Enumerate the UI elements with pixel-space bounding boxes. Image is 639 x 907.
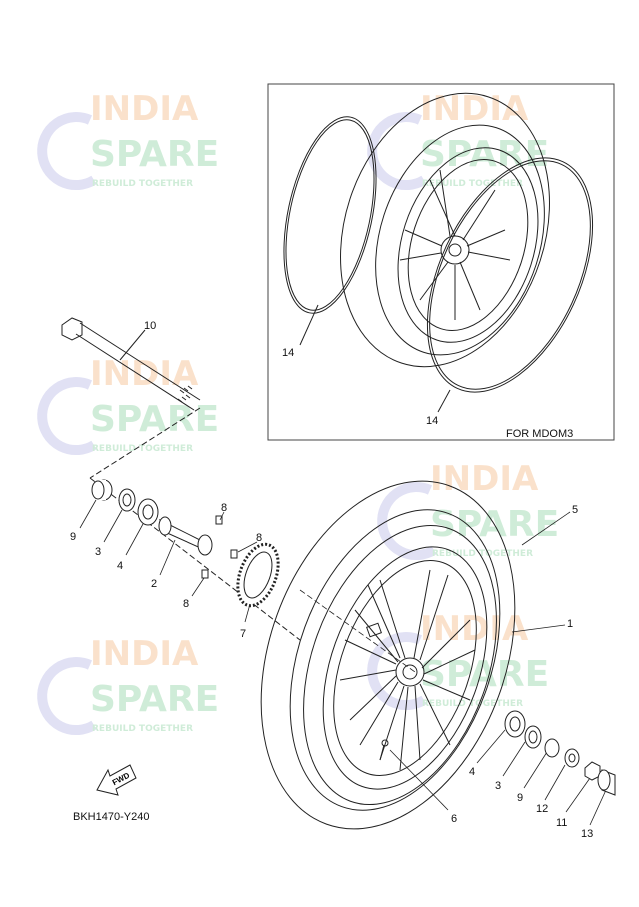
watermark-text: REBUILD TOGETHER [92, 179, 193, 189]
left-hub-parts [91, 479, 280, 608]
watermark-logo: INDIA SPARE REBUILD TOGETHER [37, 634, 219, 736]
watermark-text: REBUILD TOGETHER [432, 549, 533, 559]
callout-3: 3 [495, 780, 501, 792]
watermark-text: INDIA [90, 354, 199, 394]
callout-14: 14 [282, 347, 294, 359]
callout-4: 4 [469, 766, 475, 778]
diagram-code: BKH1470-Y240 [73, 811, 149, 823]
watermark-text: REBUILD TOGETHER [92, 444, 193, 454]
callout-4: 4 [117, 560, 123, 572]
watermarks: INDIA SPARE REBUILD TOGETHER INDIA SPARE REBU… [37, 89, 559, 736]
callout-8: 8 [183, 598, 189, 610]
callout-9: 9 [517, 792, 523, 804]
axle-bolt [61, 317, 301, 641]
callout-13: 13 [581, 828, 593, 840]
watermark-logo: INDIA SPARE REBUILD TOGETHER [367, 89, 549, 191]
watermark-text: INDIA [430, 459, 539, 499]
callout-2: 2 [151, 578, 157, 590]
callouts: 10 14 14 9 3 4 2 8 8 8 7 5 1 6 4 3 9 12 … [70, 320, 593, 840]
watermark-text: INDIA [420, 609, 529, 649]
watermark-text: REBUILD TOGETHER [422, 699, 523, 709]
callout-14: 14 [426, 415, 438, 427]
inset-caption: FOR MDOM3 [506, 428, 573, 440]
watermark-text: INDIA [90, 634, 199, 674]
watermark-logo: INDIA SPARE REBUILD TOGETHER [37, 89, 219, 191]
callout-1: 1 [567, 618, 573, 630]
inset-frame [267, 83, 615, 441]
watermark-text: REBUILD TOGETHER [92, 724, 193, 734]
watermark-text: SPARE [420, 134, 549, 175]
inset-wheel [283, 92, 594, 413]
fwd-arrow: FWD [96, 764, 137, 796]
right-hub-parts [504, 710, 616, 796]
watermark-text: SPARE [90, 134, 219, 175]
callout-7: 7 [240, 628, 246, 640]
callout-9: 9 [70, 531, 76, 543]
watermark-text: REBUILD TOGETHER [422, 179, 523, 189]
callout-5: 5 [572, 504, 578, 516]
leader-lines [79, 499, 607, 826]
callout-3: 3 [95, 546, 101, 558]
front-wheel [260, 480, 516, 830]
callout-8: 8 [256, 532, 262, 544]
watermark-text: INDIA [420, 89, 529, 129]
callout-11: 11 [556, 817, 567, 829]
callout-8: 8 [221, 502, 227, 514]
callout-10: 10 [144, 320, 156, 332]
watermark-text: SPARE [90, 399, 219, 440]
callout-6: 6 [451, 813, 457, 825]
watermark-text: INDIA [90, 89, 199, 129]
watermark-text: SPARE [90, 679, 219, 720]
watermark-logo: INDIA SPARE REBUILD TOGETHER [37, 354, 219, 456]
callout-12: 12 [536, 803, 548, 815]
